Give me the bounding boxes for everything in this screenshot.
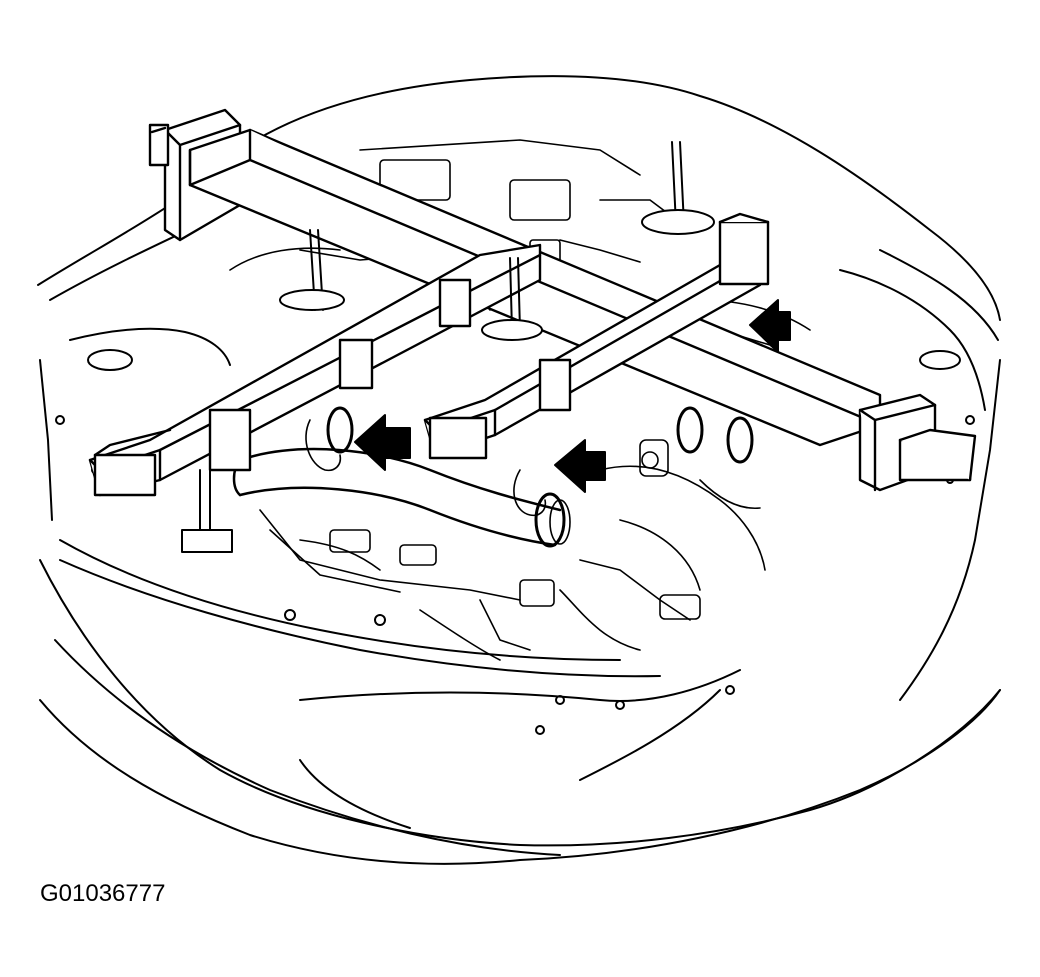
arrow-right-icon [354, 414, 411, 471]
engine-components [229, 139, 811, 661]
figure-id-label: G01036777 [40, 880, 166, 907]
fixture-hook-rods [181, 141, 715, 553]
engine-support-fixture [88, 108, 977, 553]
arrow-right-icon [554, 439, 606, 493]
arrow-left-icon [749, 299, 791, 353]
fixture-front-right-post [858, 393, 977, 492]
fixture-cross-beam-left [88, 243, 542, 497]
fixture-cross-beam-right [423, 212, 770, 460]
callout-arrows [354, 299, 791, 493]
